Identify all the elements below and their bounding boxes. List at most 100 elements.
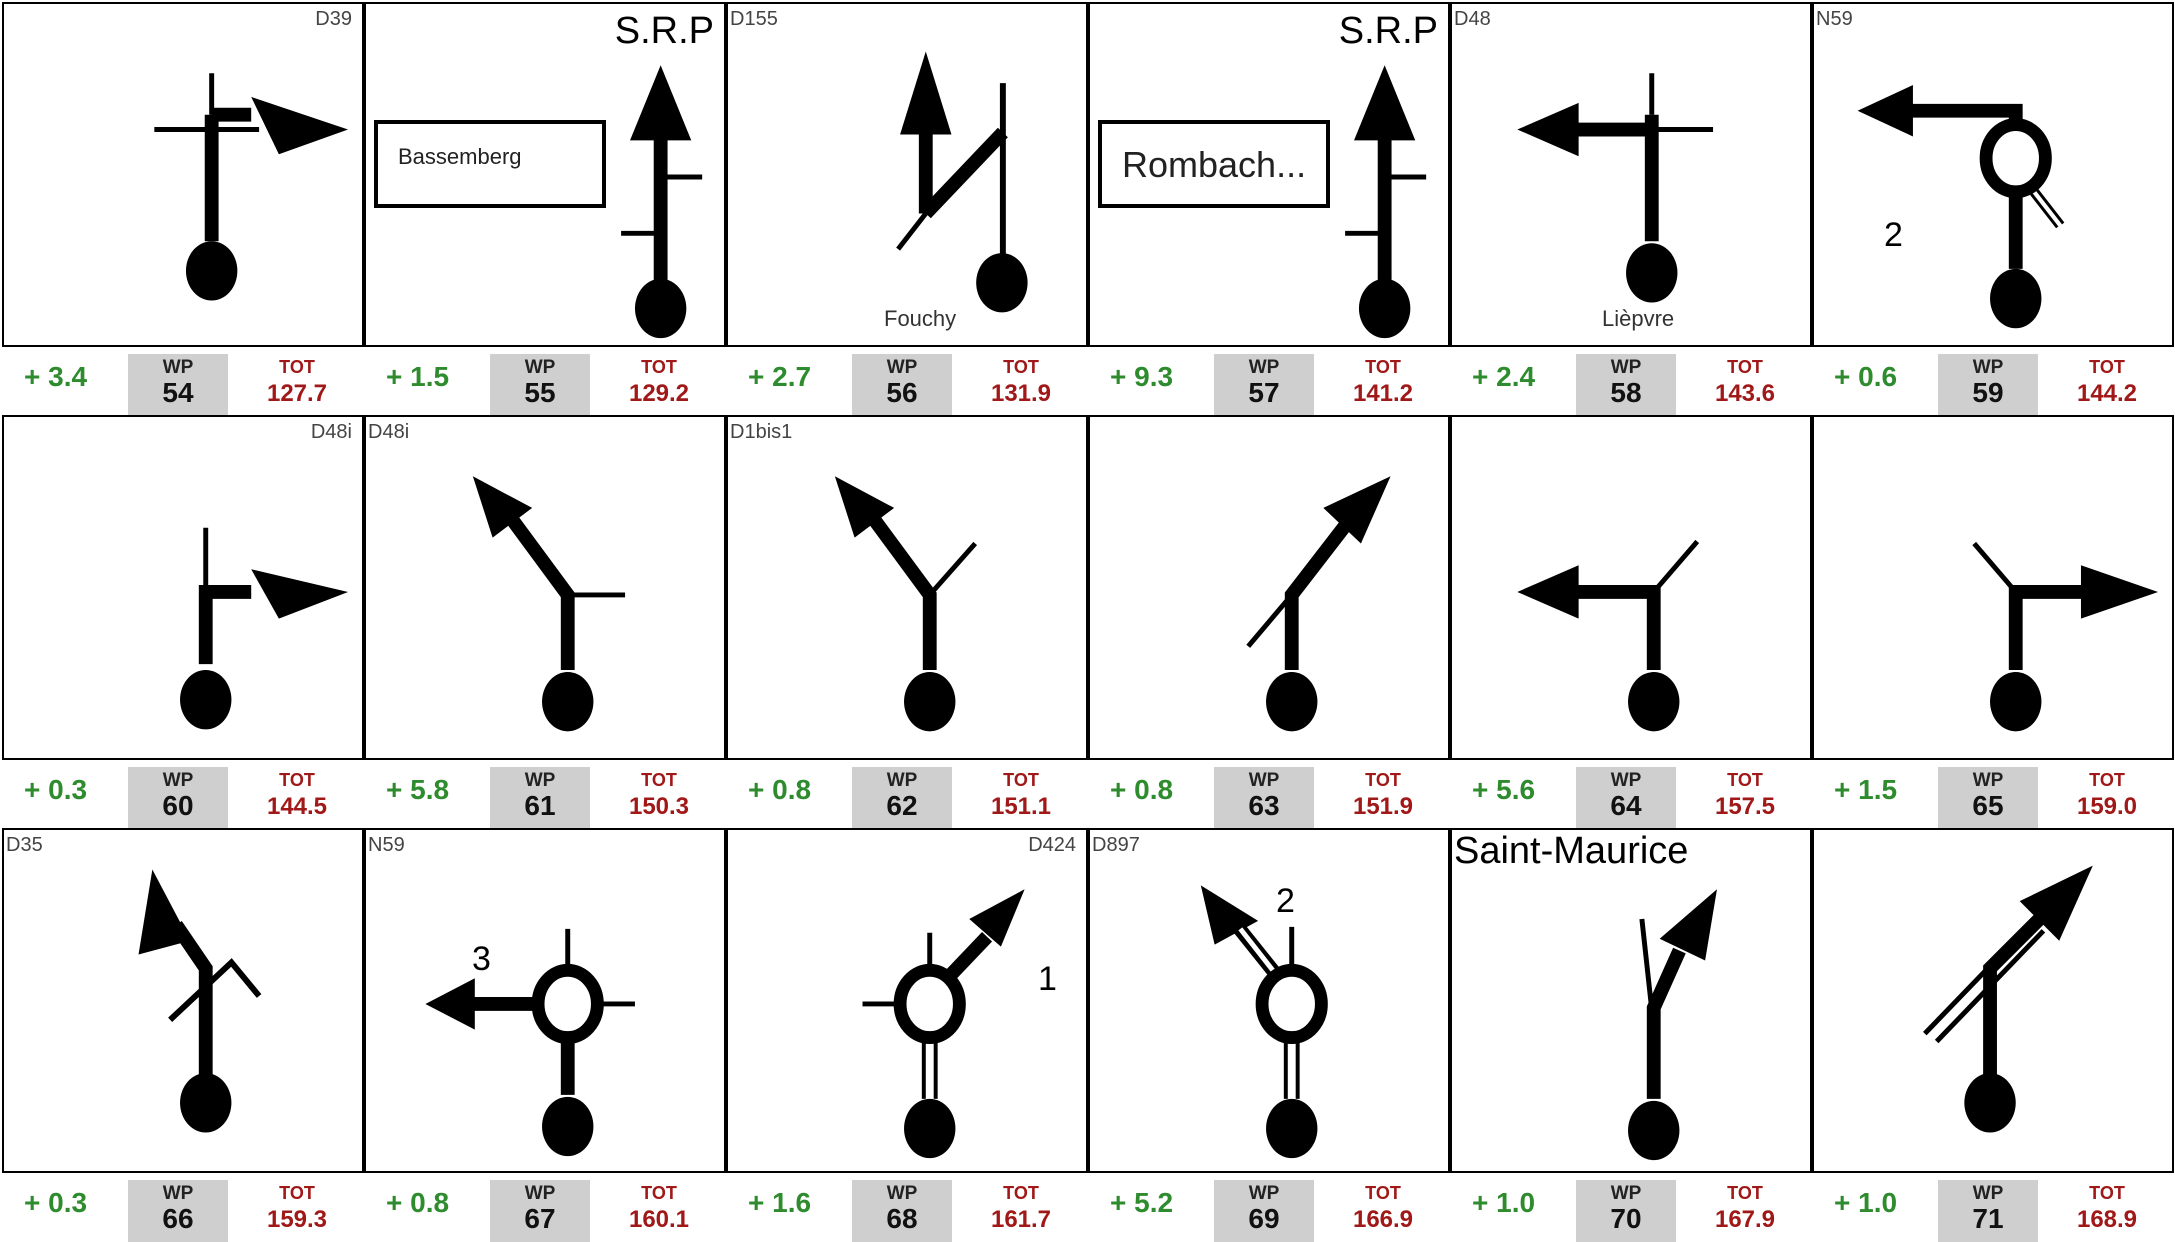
exit-number: 2 bbox=[1276, 882, 1295, 920]
wp-number: 67 bbox=[524, 1203, 556, 1234]
wp-label: WP bbox=[1248, 770, 1280, 791]
waypoint-card: D48i + 5.8 WP 61 TOT 150.3 bbox=[364, 415, 726, 829]
total-distance: 166.9 bbox=[1352, 1206, 1414, 1233]
waypoint-card: + 1.5 WP 65 TOT 159.0 bbox=[1812, 415, 2174, 829]
roundabout-first-exit-icon bbox=[862, 889, 1025, 1159]
wp-box: WP 65 bbox=[1938, 767, 2038, 829]
waypoint-footer: + 5.8 WP 61 TOT 150.3 bbox=[364, 760, 726, 829]
tot-label: TOT bbox=[1003, 1183, 1039, 1203]
total-distance: 144.5 bbox=[266, 793, 328, 820]
total-box: TOT 127.7 bbox=[252, 357, 342, 408]
road-number: D48i bbox=[368, 421, 410, 443]
wp-box: WP 62 bbox=[852, 767, 952, 829]
direction-title: Saint-Maurice bbox=[1454, 830, 1689, 872]
tot-label: TOT bbox=[1003, 770, 1039, 790]
partial-distance: + 0.8 bbox=[1110, 774, 1174, 805]
town-sign: Bassemberg bbox=[374, 120, 606, 208]
waypoint-card: Saint-Maurice + 1.0 WP 70 TOT 167.9 bbox=[1450, 828, 1812, 1242]
waypoint-card: D39 + 3.4 WP 54 TOT 127.7 bbox=[2, 2, 364, 416]
wp-number: 54 bbox=[162, 377, 194, 408]
tot-label: TOT bbox=[2089, 770, 2125, 790]
total-box: TOT 144.2 bbox=[2062, 357, 2152, 408]
partial-distance: + 0.8 bbox=[748, 774, 812, 805]
total-distance: 167.9 bbox=[1714, 1206, 1776, 1233]
road-number: D1bis1 bbox=[730, 421, 793, 443]
total-distance: 157.5 bbox=[1714, 793, 1776, 820]
road-number: N59 bbox=[368, 834, 405, 856]
right-turn-fork-icon bbox=[1972, 541, 2159, 732]
wp-label: WP bbox=[524, 357, 556, 378]
wp-label: WP bbox=[162, 770, 194, 791]
waypoint-footer: + 9.3 WP 57 TOT 141.2 bbox=[1088, 347, 1450, 416]
tot-label: TOT bbox=[279, 357, 315, 377]
waypoint-footer: + 3.4 WP 54 TOT 127.7 bbox=[2, 347, 364, 416]
road-number: D48i bbox=[310, 421, 352, 443]
wp-label: WP bbox=[1248, 357, 1280, 378]
tot-label: TOT bbox=[1365, 770, 1401, 790]
total-distance: 127.7 bbox=[266, 380, 328, 407]
partial-distance: + 0.8 bbox=[386, 1187, 450, 1218]
srp-label: S.R.P bbox=[614, 10, 714, 52]
waypoint-card: D48i + 0.3 WP 60 TOT 144.5 bbox=[2, 415, 364, 829]
wp-box: WP 58 bbox=[1576, 354, 1676, 416]
wp-label: WP bbox=[1610, 1183, 1642, 1204]
wp-label: WP bbox=[162, 1183, 194, 1204]
wp-box: WP 68 bbox=[852, 1180, 952, 1242]
total-box: TOT 151.1 bbox=[976, 770, 1066, 821]
partial-distance: + 2.7 bbox=[748, 361, 812, 392]
exit-number: 1 bbox=[1038, 960, 1057, 998]
town-sign-text: Rombach... bbox=[1122, 144, 1307, 185]
waypoint-footer: + 0.8 WP 67 TOT 160.1 bbox=[364, 1173, 726, 1242]
wp-label: WP bbox=[886, 1183, 918, 1204]
total-box: TOT 144.5 bbox=[252, 770, 342, 821]
left-turn-fork-icon bbox=[1517, 539, 1700, 732]
partial-distance: + 1.5 bbox=[1834, 774, 1898, 805]
waypoint-footer: + 5.2 WP 69 TOT 166.9 bbox=[1088, 1173, 1450, 1242]
total-box: TOT 151.9 bbox=[1338, 770, 1428, 821]
partial-distance: + 9.3 bbox=[1110, 361, 1174, 392]
partial-distance: + 1.5 bbox=[386, 361, 450, 392]
place-name: Fouchy bbox=[884, 306, 957, 331]
waypoint-card: + 0.8 WP 63 TOT 151.9 bbox=[1088, 415, 1450, 829]
road-number: D155 bbox=[730, 8, 778, 30]
tot-label: TOT bbox=[641, 770, 677, 790]
road-number: D35 bbox=[6, 834, 43, 856]
tot-label: TOT bbox=[279, 770, 315, 790]
road-number: D897 bbox=[1092, 834, 1140, 856]
bear-right-branch-icon bbox=[1628, 889, 1717, 1161]
partial-distance: + 5.8 bbox=[386, 774, 450, 805]
tulip-diagram: Saint-Maurice bbox=[1450, 828, 1812, 1173]
tulip-diagram bbox=[1812, 415, 2174, 760]
total-distance: 159.3 bbox=[266, 1206, 328, 1233]
wp-box: WP 56 bbox=[852, 354, 952, 416]
waypoint-footer: + 0.3 WP 60 TOT 144.5 bbox=[2, 760, 364, 829]
wp-label: WP bbox=[162, 357, 194, 378]
wp-box: WP 67 bbox=[490, 1180, 590, 1242]
straight-srp-icon bbox=[1345, 65, 1427, 339]
wp-number: 69 bbox=[1248, 1203, 1280, 1234]
bear-left-icon bbox=[472, 476, 626, 732]
wp-label: WP bbox=[1972, 1183, 2004, 1204]
total-distance: 151.9 bbox=[1352, 793, 1414, 820]
total-box: TOT 167.9 bbox=[1700, 1183, 1790, 1234]
roundabout-third-exit-icon bbox=[425, 928, 635, 1157]
total-box: TOT 168.9 bbox=[2062, 1183, 2152, 1234]
right-turn-cross-icon bbox=[154, 73, 349, 301]
wp-label: WP bbox=[886, 357, 918, 378]
straight-srp-icon bbox=[621, 65, 703, 339]
wp-label: WP bbox=[524, 770, 556, 791]
tot-label: TOT bbox=[1727, 1183, 1763, 1203]
wp-box: WP 61 bbox=[490, 767, 590, 829]
road-number: N59 bbox=[1816, 8, 1853, 30]
total-distance: 161.7 bbox=[990, 1206, 1052, 1233]
wp-label: WP bbox=[1972, 357, 2004, 378]
total-distance: 144.2 bbox=[2076, 380, 2138, 407]
total-box: TOT 131.9 bbox=[976, 357, 1066, 408]
total-box: TOT 141.2 bbox=[1338, 357, 1428, 408]
wp-box: WP 54 bbox=[128, 354, 228, 416]
wp-label: WP bbox=[1610, 357, 1642, 378]
road-number: D39 bbox=[315, 8, 352, 30]
total-box: TOT 160.1 bbox=[614, 1183, 704, 1234]
